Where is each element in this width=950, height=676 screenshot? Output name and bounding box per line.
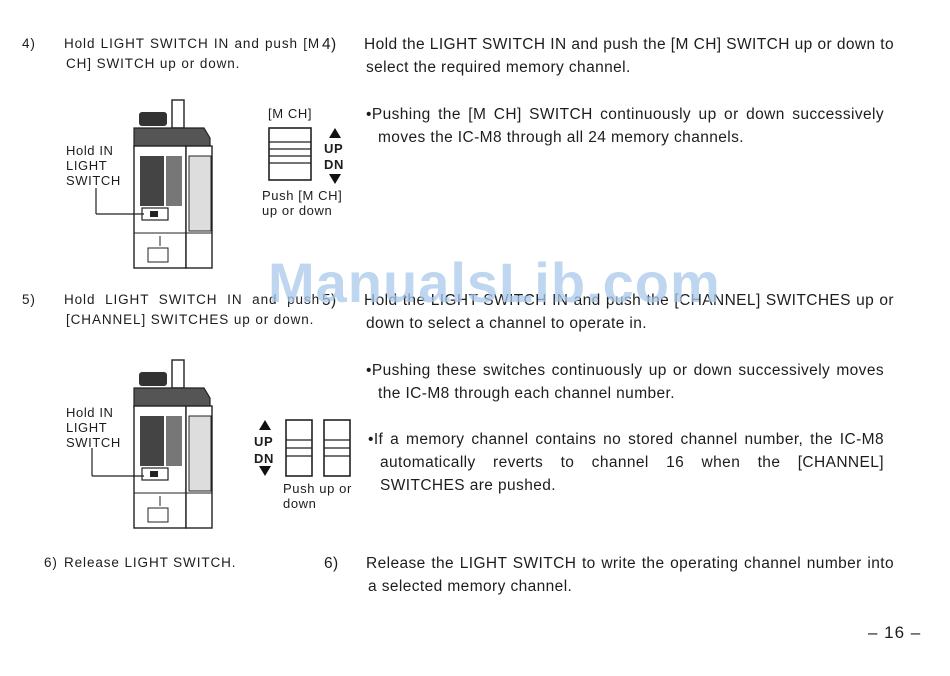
right-step-5-text: Hold the LIGHT SWITCH IN and push the [C… <box>364 292 894 332</box>
right-step-5: 5) Hold the LIGHT SWITCH IN and push the … <box>322 289 894 335</box>
right-step-4-number: 4) <box>322 36 337 53</box>
fig1-hold-label-line1: Hold IN <box>66 143 114 158</box>
right-step-5-bullet-1: •Pushing these switches continuously up … <box>366 359 884 405</box>
bullet-dot: • <box>366 106 372 123</box>
right-step-4-bullet: •Pushing the [M CH] SWITCH continuously … <box>366 103 884 149</box>
radio-illustration-2 <box>91 359 351 529</box>
right-step-5-bullet-1-text: Pushing these switches continuously up o… <box>371 362 884 402</box>
fig2-caption-line1: Push up or <box>283 481 352 496</box>
fig1-switch-title: [M CH] <box>268 106 313 121</box>
fig1-hold-label-line2: LIGHT <box>66 158 108 173</box>
left-step-6: 6) Release LIGHT SWITCH. <box>44 553 298 573</box>
fig2-hold-label: Hold IN LIGHT SWITCH <box>66 405 121 450</box>
left-step-4-number: 4) <box>22 36 36 51</box>
right-step-6-number: 6) <box>324 555 339 572</box>
right-step-5-number: 5) <box>322 292 337 309</box>
right-step-4: 4) Hold the LIGHT SWITCH IN and push the … <box>322 33 894 79</box>
right-step-5-bullet-2: •If a memory channel contains no stored … <box>368 428 884 497</box>
figure-memory-channel <box>64 98 364 270</box>
left-step-4: 4) Hold LIGHT SWITCH IN and push [M CH] S… <box>22 34 320 74</box>
fig2-hold-label-line3: SWITCH <box>66 435 121 450</box>
left-step-5: 5) Hold LIGHT SWITCH IN and push [CHANNEL… <box>22 290 320 330</box>
right-step-4-bullet-text: Pushing the [M CH] SWITCH continuously u… <box>371 106 884 146</box>
page-number: – 16 – <box>868 623 922 642</box>
fig2-hold-label-line2: LIGHT <box>66 420 108 435</box>
fig2-up-label: UP <box>254 434 274 449</box>
fig1-hold-label: Hold IN LIGHT SWITCH <box>66 143 121 188</box>
bullet-dot: • <box>368 431 374 448</box>
fig1-up-label: UP <box>324 141 344 156</box>
fig2-caption: Push up or down <box>283 481 352 511</box>
fig1-caption: Push [M CH] up or down <box>262 188 342 218</box>
fig1-caption-line1: Push [M CH] <box>262 188 343 203</box>
left-step-5-text: Hold LIGHT SWITCH IN and push [CHANNEL] … <box>64 292 320 327</box>
left-step-6-text: Release LIGHT SWITCH. <box>64 555 237 570</box>
right-step-6: 6) Release the LIGHT SWITCH to write the … <box>324 552 894 598</box>
right-step-5-bullet-2-text: If a memory channel contains no stored c… <box>373 431 884 494</box>
right-step-6-text: Release the LIGHT SWITCH to write the op… <box>366 555 894 595</box>
left-step-4-text: Hold LIGHT SWITCH IN and push [M CH] SWI… <box>64 36 320 71</box>
left-step-5-number: 5) <box>22 292 36 307</box>
fig1-dn-label: DN <box>324 157 344 172</box>
figure-channel-switches <box>64 358 364 530</box>
watermark: ManualsLib.com <box>268 251 721 314</box>
fig1-caption-line2: up or down <box>262 203 333 218</box>
bullet-dot: • <box>366 362 372 379</box>
right-step-4-text: Hold the LIGHT SWITCH IN and push the [M… <box>364 36 894 76</box>
fig2-caption-line2: down <box>283 496 317 511</box>
fig2-hold-label-line1: Hold IN <box>66 405 114 420</box>
fig2-dn-label: DN <box>254 451 274 466</box>
fig1-hold-label-line3: SWITCH <box>66 173 121 188</box>
left-step-6-number: 6) <box>44 555 58 570</box>
radio-illustration-1 <box>95 99 341 269</box>
